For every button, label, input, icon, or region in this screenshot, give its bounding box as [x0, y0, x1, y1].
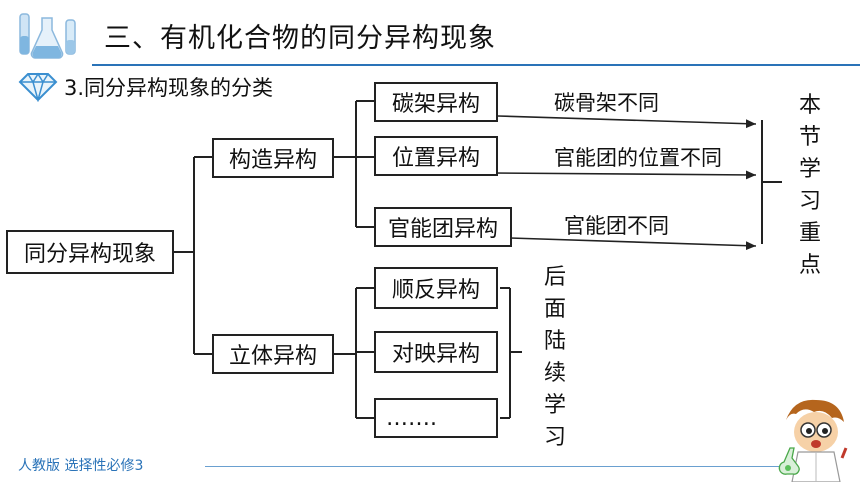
section-subtitle: 3.同分异构现象的分类	[64, 76, 274, 100]
leaf-node-cis-trans: 顺反异构	[374, 267, 498, 309]
leaf-node-position: 位置异构	[374, 136, 498, 176]
group-note-later: 后面陆续学习	[543, 265, 566, 450]
branch-node-structural: 构造异构	[212, 138, 334, 178]
page-title: 三、有机化合物的同分异构现象	[104, 23, 496, 54]
title-divider	[92, 64, 860, 66]
leaf-node-functional-group: 官能团异构	[374, 207, 512, 247]
footer-divider	[205, 466, 795, 467]
leaf-node-carbon-skeleton: 碳架异构	[374, 82, 498, 122]
scientist-mascot-icon	[776, 392, 856, 483]
footer-textbook: 人教版 选择性必修3	[18, 458, 144, 474]
note-carbon-skeleton: 碳骨架不同	[554, 91, 659, 115]
group-note-key-points: 本节学习重点	[798, 93, 821, 278]
root-node: 同分异构现象	[6, 230, 174, 274]
leaf-node-more: …….	[374, 398, 498, 438]
diamond-icon	[16, 72, 60, 103]
note-position: 官能团的位置不同	[554, 146, 722, 170]
lab-flasks-icon	[12, 10, 84, 64]
branch-node-stereo: 立体异构	[212, 334, 334, 374]
note-functional-group: 官能团不同	[564, 214, 669, 238]
leaf-node-enantiomer: 对映异构	[374, 331, 498, 373]
